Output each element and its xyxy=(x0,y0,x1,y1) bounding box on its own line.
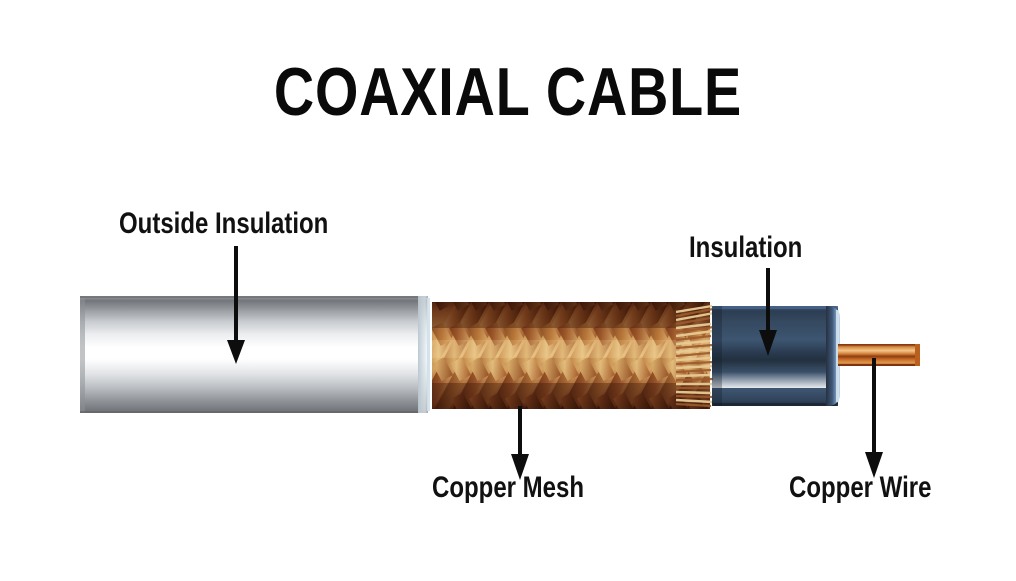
label-insulation: Insulation xyxy=(689,231,803,264)
arrow-copper-mesh xyxy=(511,406,529,480)
arrow-outside-insulation xyxy=(227,246,245,364)
copper-mesh-section xyxy=(432,302,715,409)
insulation-section xyxy=(712,306,840,406)
braid-frayed-ends xyxy=(676,304,715,408)
arrow-copper-wire xyxy=(865,358,883,478)
leader-arrows xyxy=(227,246,883,480)
outside-insulation-section xyxy=(80,296,432,413)
page-title: COAXIAL CABLE xyxy=(273,54,743,130)
copper-wire-section xyxy=(838,344,920,366)
label-copper-wire: Copper Wire xyxy=(789,471,932,504)
arrow-insulation xyxy=(759,268,777,356)
label-copper-mesh: Copper Mesh xyxy=(432,471,585,504)
label-outside-insulation: Outside Insulation xyxy=(119,207,329,240)
